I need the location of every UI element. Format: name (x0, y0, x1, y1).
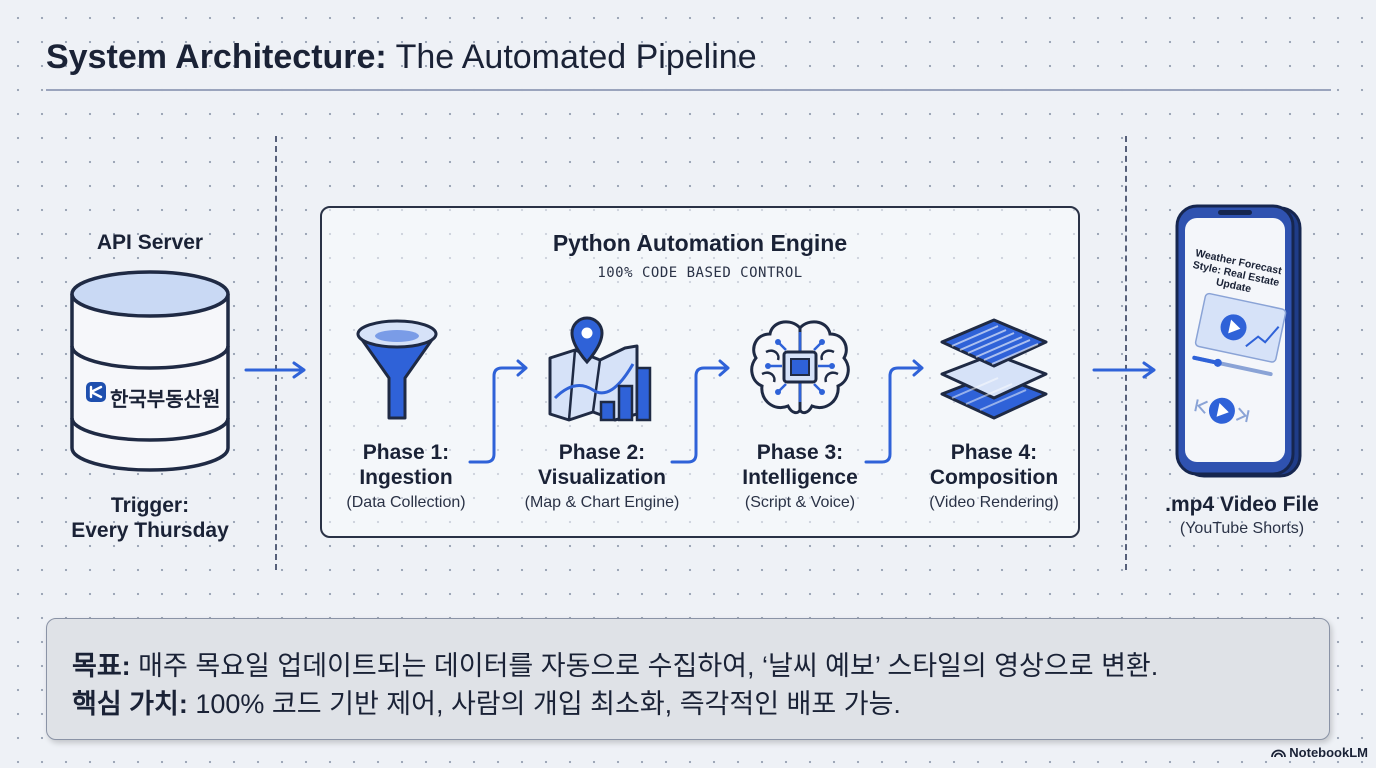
phase-2-label: Phase 2: Visualization (Map & Chart Engi… (524, 441, 680, 511)
phase-3-label: Phase 3: Intelligence (Script & Voice) (742, 441, 858, 511)
page-title: System Architecture: The Automated Pipel… (46, 38, 757, 76)
goal-line: 목표: 매주 목요일 업데이트되는 데이터를 자동으로 수집하여, ‘날씨 예보… (72, 651, 1159, 681)
watermark: NotebookLM (1270, 745, 1368, 760)
funnel-icon (356, 319, 438, 420)
api-server-title: API Server (96, 231, 204, 254)
curved-arrow-icon (468, 359, 528, 464)
section-divider-right (1125, 136, 1127, 570)
phase-1-label: Phase 1: Ingestion (Data Collection) (346, 441, 466, 511)
notebooklm-logo-icon (1270, 749, 1286, 758)
arrow-right-icon (244, 361, 306, 379)
section-divider-left (275, 136, 277, 570)
value-line: 핵심 가치: 100% 코드 기반 제어, 사람의 개입 최소화, 즉각적인 배… (72, 689, 901, 719)
output-title: .mp4 Video File (1165, 493, 1319, 516)
output-subtitle: (YouTube Shorts) (1179, 520, 1305, 537)
phase-4-label: Phase 4: Composition (Video Rendering) (929, 441, 1059, 511)
film-layers-icon (940, 318, 1048, 420)
title-divider (46, 89, 1331, 91)
kab-logo-icon (86, 382, 106, 402)
curved-arrow-icon (864, 359, 924, 464)
engine-subtitle: 100% CODE BASED CONTROL (597, 265, 803, 281)
smartphone-icon (1175, 204, 1302, 478)
arrow-right-icon (1092, 361, 1156, 379)
map-chart-icon (548, 316, 652, 422)
summary-box (46, 618, 1330, 740)
brain-chip-icon (750, 320, 850, 415)
curved-arrow-icon (670, 359, 730, 464)
database-icon (70, 270, 230, 472)
logo-text: 한국부동산원 (110, 389, 221, 411)
engine-title: Python Automation Engine (552, 230, 848, 256)
trigger-label: Trigger: Every Thursday (71, 494, 229, 542)
